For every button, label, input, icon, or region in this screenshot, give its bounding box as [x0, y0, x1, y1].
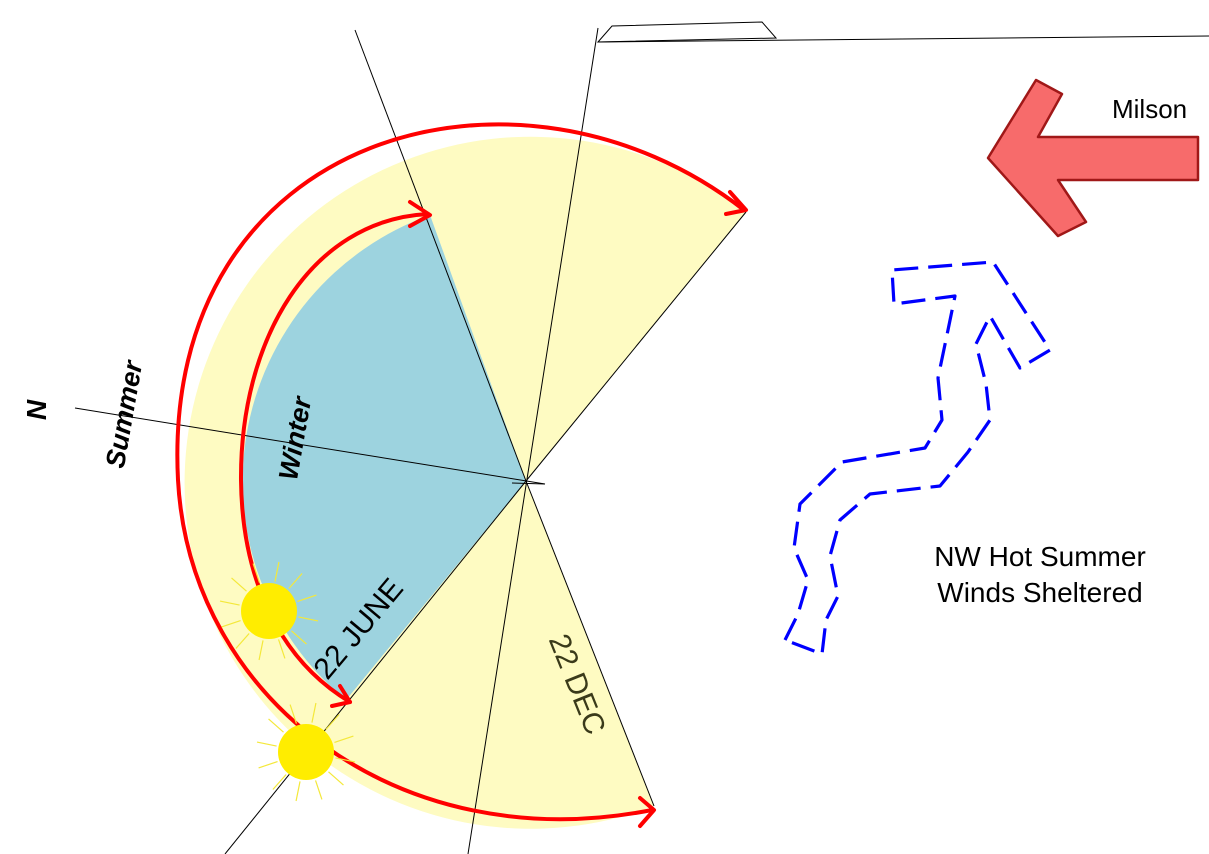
- street-name-label: Milson: [1112, 94, 1187, 124]
- wind-label-line2: Winds Sheltered: [937, 577, 1142, 608]
- summer-sunset-line: [525, 480, 655, 807]
- winter-sun-sector: [242, 215, 526, 700]
- sun-icon: [256, 702, 356, 802]
- summer-arrowhead-start: [724, 190, 748, 216]
- building-outline: [596, 21, 778, 43]
- center-tick: [511, 482, 546, 485]
- wind-label-line1: NW Hot Summer: [934, 541, 1146, 572]
- winter-arrowhead-start: [408, 200, 432, 228]
- summer-arrowhead-end: [638, 796, 656, 828]
- sun-paths: [175, 122, 748, 828]
- site-boundary: [596, 21, 1209, 43]
- summer-sunrise-line: [525, 211, 747, 482]
- north-label: N: [21, 399, 52, 420]
- winter-arrowhead-end: [330, 684, 352, 708]
- property-line: [597, 35, 1209, 43]
- north-axis-line: [74, 407, 546, 485]
- winter-sunrise-line: [354, 29, 527, 482]
- construction-lines: [74, 27, 747, 854]
- wind-arrow-icon: [783, 260, 1052, 656]
- winter-sunset-line: [224, 480, 527, 854]
- sun-icon: [219, 561, 319, 661]
- winter-sun-path: [238, 212, 430, 704]
- meridian-line: [467, 27, 599, 854]
- street-arrow-icon: [986, 78, 1200, 238]
- summer-sun-path: [175, 122, 746, 822]
